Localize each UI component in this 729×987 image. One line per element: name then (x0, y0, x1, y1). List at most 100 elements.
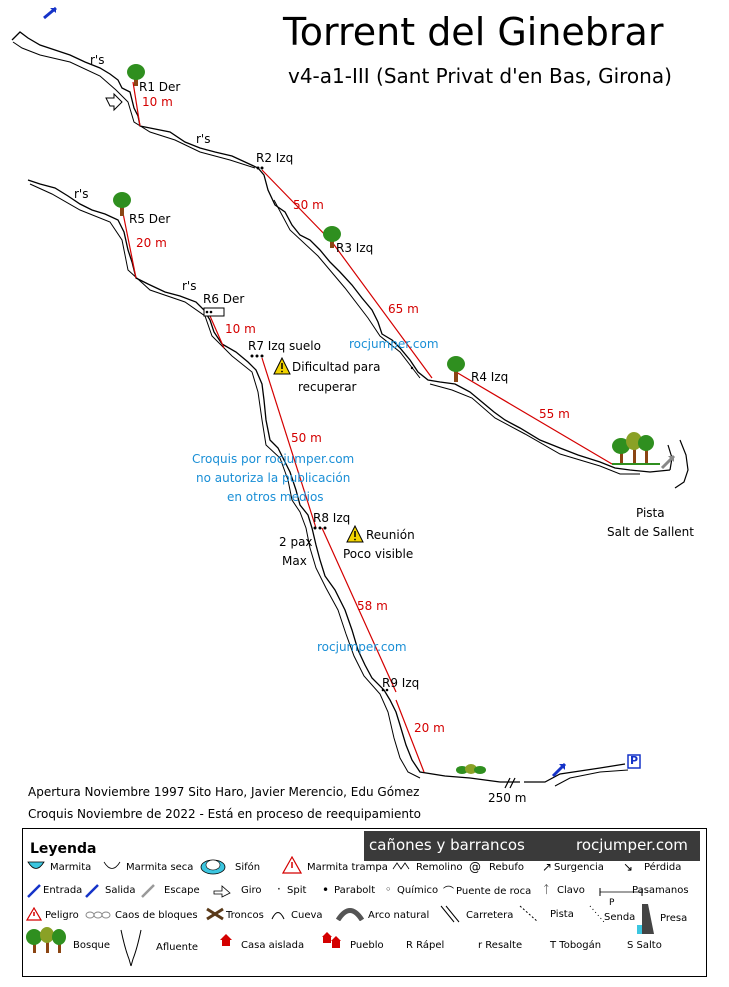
tributary-exit (667, 439, 689, 489)
rappel-lines (121, 81, 613, 773)
station-label-r1: R1 Der (139, 80, 181, 94)
length-r7: 50 m (291, 431, 322, 445)
pista-icon (519, 905, 539, 923)
capacity-line2: Max (282, 554, 307, 568)
spit-mark-icon (410, 366, 414, 370)
legend-spit: Spit (287, 885, 307, 896)
perdida-icon: ↘ (623, 860, 634, 874)
legend-arco: Arco natural (368, 910, 430, 921)
sifon-icon (200, 859, 226, 875)
rope-r4 (455, 371, 613, 465)
surgencia-icon: ↗ (542, 860, 553, 874)
tree-r4-icon (447, 356, 465, 382)
caos-icon (85, 911, 111, 919)
legend-parabolt: Parabolt (334, 885, 376, 896)
carretera-icon (440, 905, 460, 923)
legend-pasamanos-p: P (609, 898, 615, 908)
page-title: Torrent del Ginebrar (283, 10, 664, 54)
escape-icon (141, 884, 155, 898)
legend-title: Leyenda (30, 841, 97, 857)
anchor-r6-icon (203, 307, 225, 317)
legend-carretera: Carretera (466, 910, 514, 921)
canyon-bed-upper-inner (12, 41, 640, 475)
credits-line2: Croquis Noviembre de 2022 - Está en proc… (28, 807, 421, 821)
marmita-seca-icon (103, 861, 121, 869)
brand-banner: cañones y barrancos rocjumper.com (364, 831, 700, 861)
exit-arrow-icon (551, 762, 567, 778)
route-subtitle: v4-a1-III (Sant Privat d'en Bas, Girona) (288, 64, 672, 88)
brand-right: rocjumper.com (576, 836, 688, 854)
cueva-icon (271, 912, 285, 920)
legend-casa: Casa aislada (241, 940, 305, 951)
copyright-line2: no autoriza la publicación (196, 471, 351, 485)
rope-r9 (395, 699, 425, 773)
station-label-r7: R7 Izq suelo (248, 339, 321, 353)
legend-presa: Presa (660, 913, 688, 924)
rope-r7 (261, 357, 317, 529)
station-label-r2: R2 Izq (256, 151, 294, 165)
legend-pista: Pista (550, 909, 574, 920)
legend-sifon: Sifón (235, 862, 261, 873)
rope-r1 (132, 81, 141, 127)
forest-exit-icon (612, 432, 660, 465)
rope-r8 (321, 527, 397, 693)
brand-left: cañones y barrancos (369, 836, 525, 854)
length-r1: 10 m (142, 95, 173, 109)
entry-arrow-icon (43, 6, 57, 20)
exit-place-line1: Pista (636, 506, 665, 520)
resalte-label: r's (196, 132, 211, 146)
rope-r2 (261, 169, 333, 243)
legend-afluente: Afluente (156, 942, 199, 953)
walk-out-path (500, 763, 626, 789)
marmita-trampa-icon (282, 856, 302, 874)
canyon-bed-lower (27, 179, 501, 783)
warning-r7-icon (273, 356, 291, 375)
exit-trail (554, 769, 629, 787)
length-r3: 65 m (388, 302, 419, 316)
legend-escape: Escape (164, 885, 200, 896)
pasamanos-icon (599, 888, 643, 896)
station-label-r6: R6 Der (203, 292, 245, 306)
parabolt-icon: • (322, 883, 330, 897)
warning-r8-line2: Poco visible (343, 547, 414, 561)
legend-marmita: Marmita (50, 862, 92, 873)
bushes-lower-exit-icon (456, 764, 486, 774)
afluente-icon (120, 929, 142, 967)
rope-r6 (209, 315, 225, 349)
legend-perdida: Pérdida (644, 862, 682, 873)
station-label-r9: R9 Izq (382, 676, 420, 690)
credits-line1: Apertura Noviembre 1997 Sito Haro, Javie… (28, 785, 420, 799)
entrada-icon (27, 884, 41, 898)
legend-caos: Caos de bloques (115, 910, 198, 921)
legend-salto: S Salto (627, 940, 662, 951)
legend-cueva: Cueva (291, 910, 323, 921)
length-r4: 55 m (539, 407, 570, 421)
legend-quimico: Químico (397, 885, 439, 896)
giro-icon (213, 885, 231, 898)
length-r9: 20 m (414, 721, 445, 735)
length-r6: 10 m (225, 322, 256, 336)
legend-pueblo: Pueblo (350, 940, 384, 951)
copyright-line3: en otros medios (227, 490, 324, 504)
warning-r7-line2: recuperar (298, 380, 357, 394)
legend-tobogan: T Tobogán (550, 940, 602, 951)
troncos-icon (206, 907, 224, 921)
capacity-line1: 2 pax (279, 535, 313, 549)
station-label-r8: R8 Izq (313, 511, 351, 525)
anchor-r2-icon (256, 166, 264, 170)
station-label-r4: R4 Izq (471, 370, 509, 384)
casa-icon (220, 934, 232, 946)
legend-panel: Leyenda cañones y barrancos rocjumper.co… (22, 828, 707, 977)
legend-peligro: Peligro (45, 910, 79, 921)
remolino-icon (392, 862, 410, 870)
watermark-1: rocjumper.com (349, 337, 439, 351)
anchor-r9-icon (381, 688, 389, 692)
rope-r5 (121, 207, 137, 279)
station-label-r5: R5 Der (129, 212, 171, 226)
exit-place-line2: Salt de Sallent (607, 525, 694, 539)
legend-salida: Salida (105, 885, 136, 896)
legend-puente-roca: Puente de roca (456, 886, 532, 897)
legend-surgencia: Surgencia (554, 862, 604, 873)
tree-r1-icon (127, 64, 145, 86)
